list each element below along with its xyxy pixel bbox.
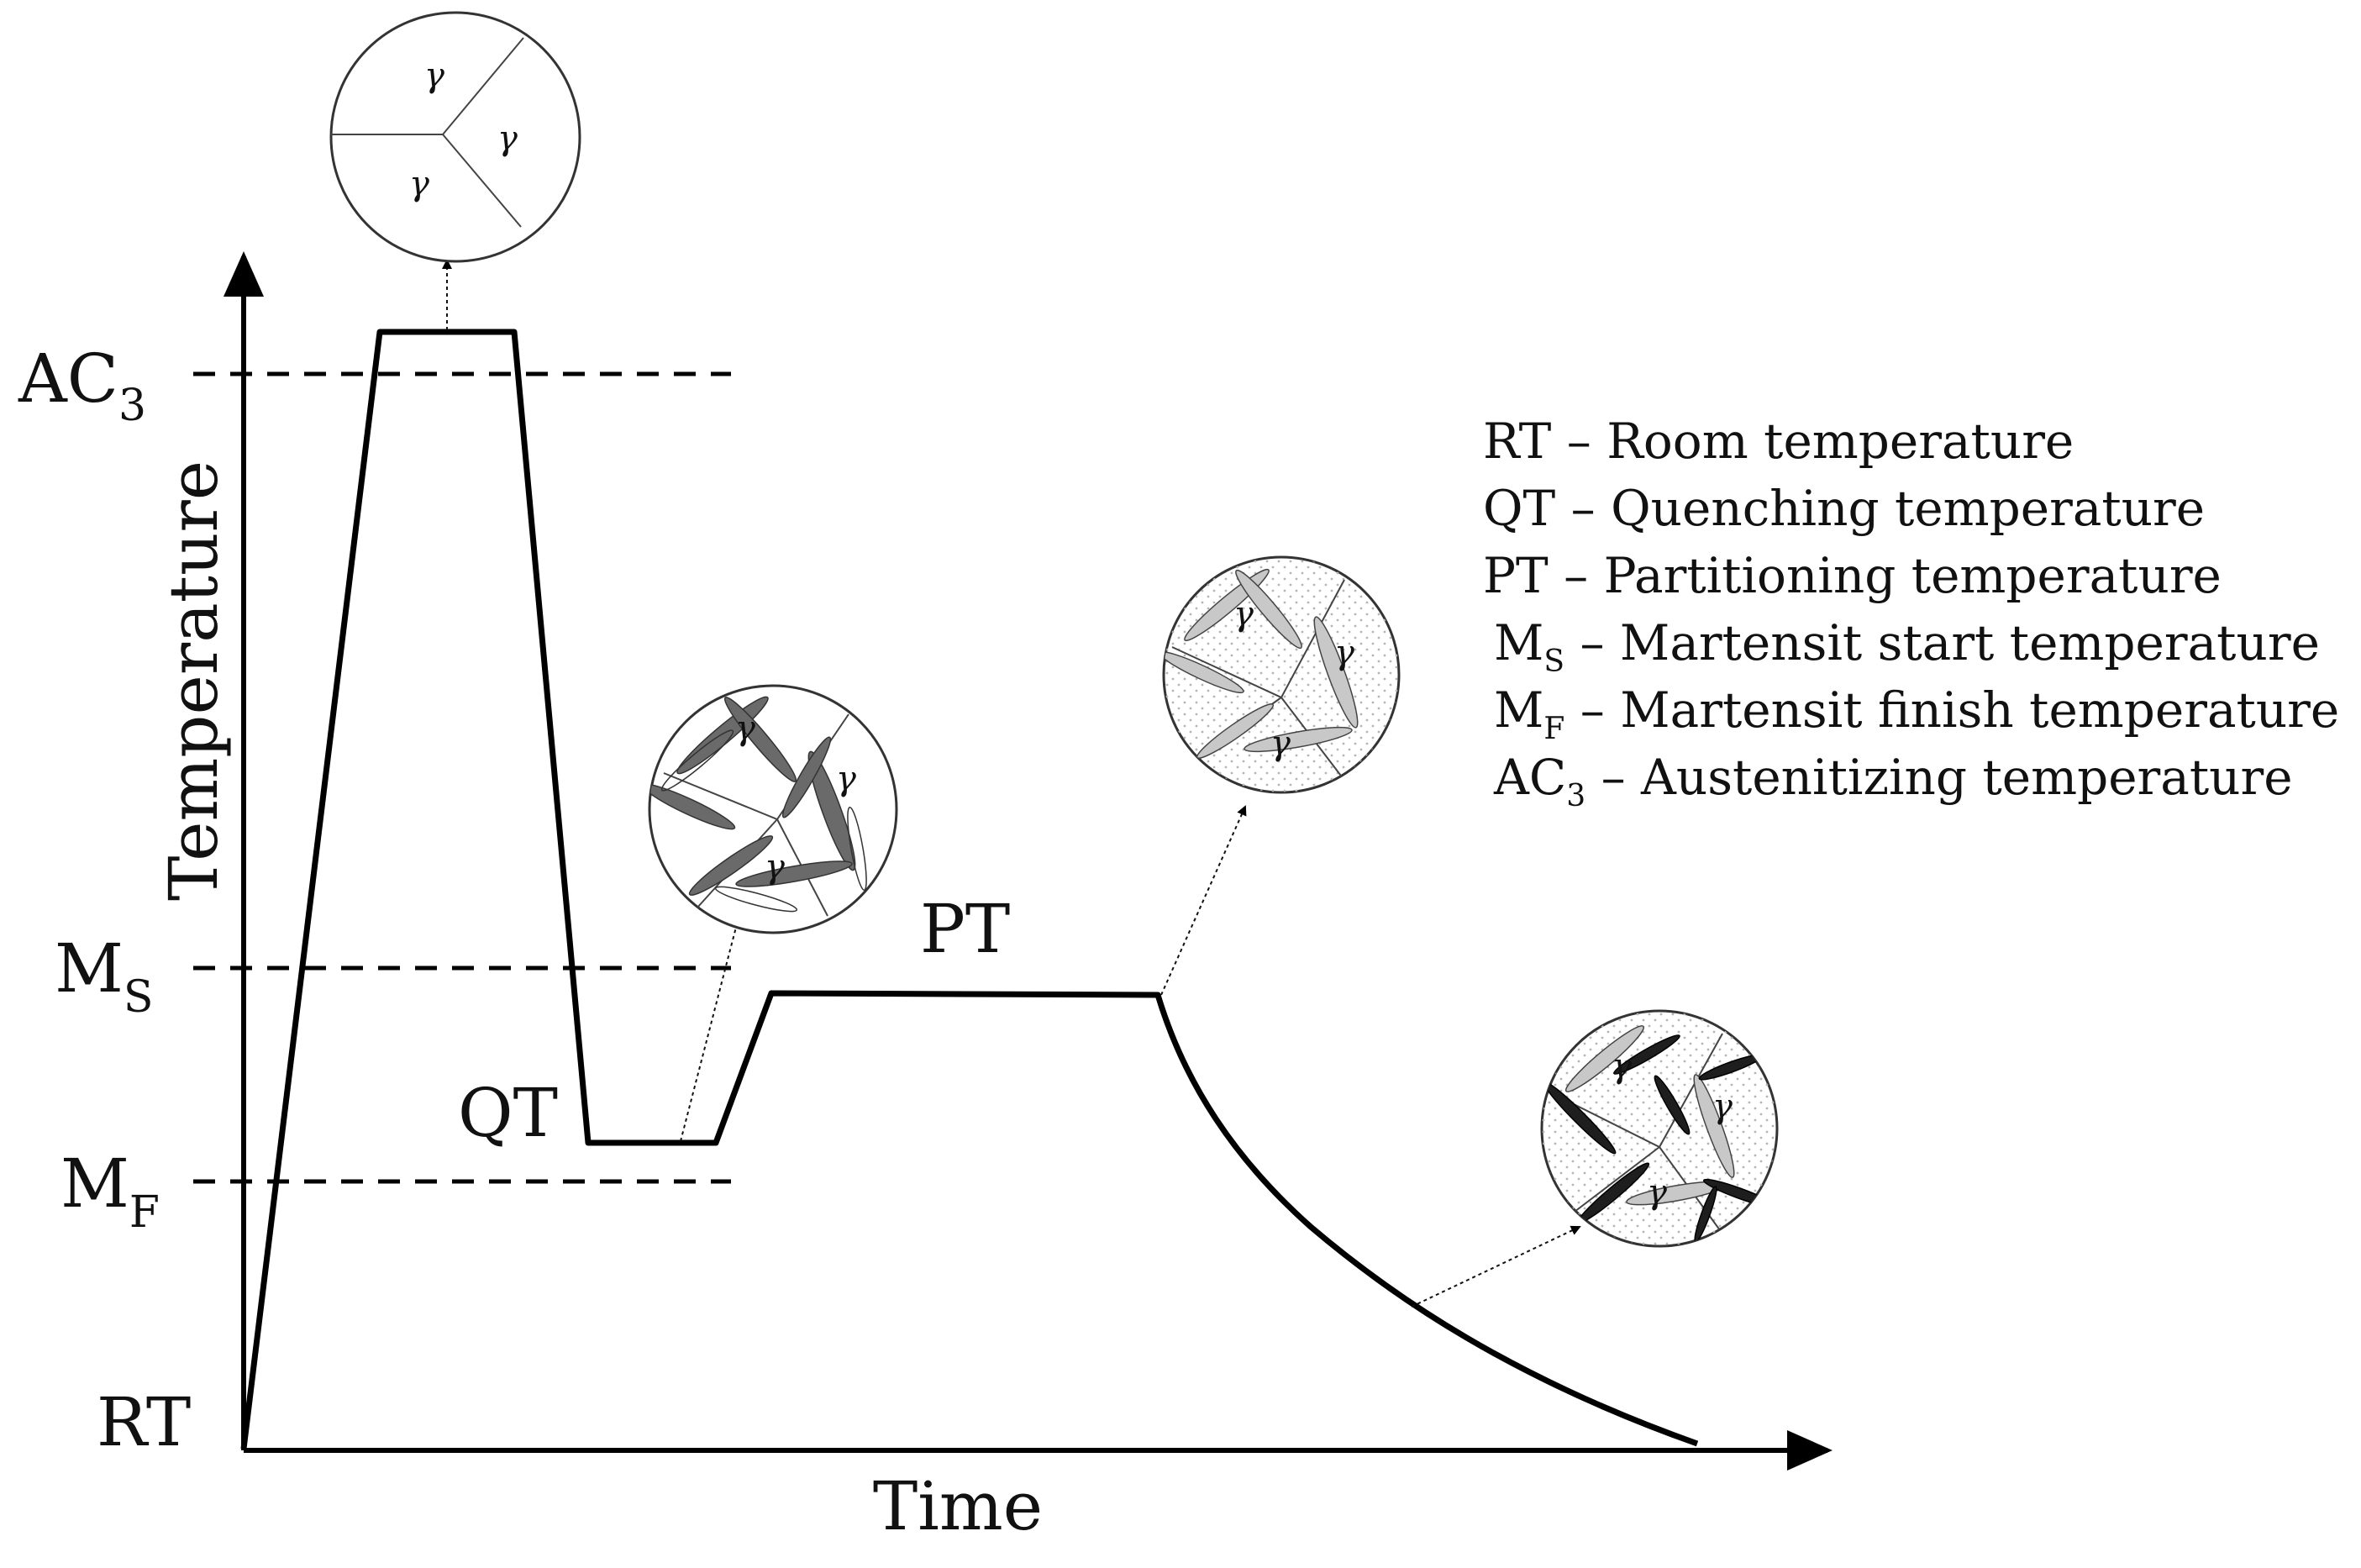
gamma-symbol: γ	[1612, 1047, 1632, 1086]
legend-item-qt: QT – Quenching temperature	[1483, 480, 2205, 537]
legend-item-mf: MF – Martensit finish temperature	[1494, 681, 2339, 746]
gamma-symbol: γ	[497, 119, 518, 158]
pointer-partition	[1160, 805, 1247, 996]
axes	[223, 251, 1833, 1471]
legend-item-ac3: AC3 – Austenitizing temperature	[1493, 749, 2293, 813]
pointer-quench	[680, 913, 743, 1142]
gamma-symbol: γ	[409, 165, 429, 203]
ms-label: MS	[55, 929, 154, 1023]
gamma-symbol: γ	[1233, 595, 1254, 634]
y-axis-label: Temperature	[155, 460, 233, 901]
gamma-symbol: γ	[836, 760, 856, 798]
microstructure-austenite: γ γ γ	[329, 11, 581, 263]
gamma-symbol: γ	[1647, 1173, 1667, 1212]
x-axis-label: Time	[873, 1467, 1043, 1545]
microstructure-quenched: γ γ γ	[648, 684, 898, 934]
rt-label: RT	[97, 1383, 191, 1461]
pointer-final	[1411, 1225, 1581, 1308]
ac3-label: AC3	[18, 339, 146, 431]
temperature-profile	[240, 329, 1699, 1450]
microstructure-partitioned: γ γ γ	[1162, 555, 1401, 794]
mf-label: MF	[60, 1144, 160, 1238]
microstructure-final: γ γ γ	[1540, 1009, 1779, 1248]
qt-label: QT	[458, 1074, 558, 1152]
pt-label: PT	[920, 890, 1010, 968]
legend-item-rt: RT – Room temperature	[1483, 413, 2074, 470]
gamma-symbol: γ	[424, 56, 444, 95]
gamma-symbol: γ	[1712, 1087, 1733, 1126]
gamma-symbol: γ	[765, 848, 785, 887]
legend-item-ms: MS – Martensit start temperature	[1494, 614, 2320, 679]
gamma-symbol: γ	[735, 709, 755, 748]
legend: RT – Room temperature QT – Quenching tem…	[1483, 413, 2339, 813]
gamma-symbol: γ	[1334, 634, 1354, 672]
legend-item-pt: PT – Partitioning temperature	[1483, 547, 2222, 604]
gamma-symbol: γ	[1270, 724, 1291, 763]
